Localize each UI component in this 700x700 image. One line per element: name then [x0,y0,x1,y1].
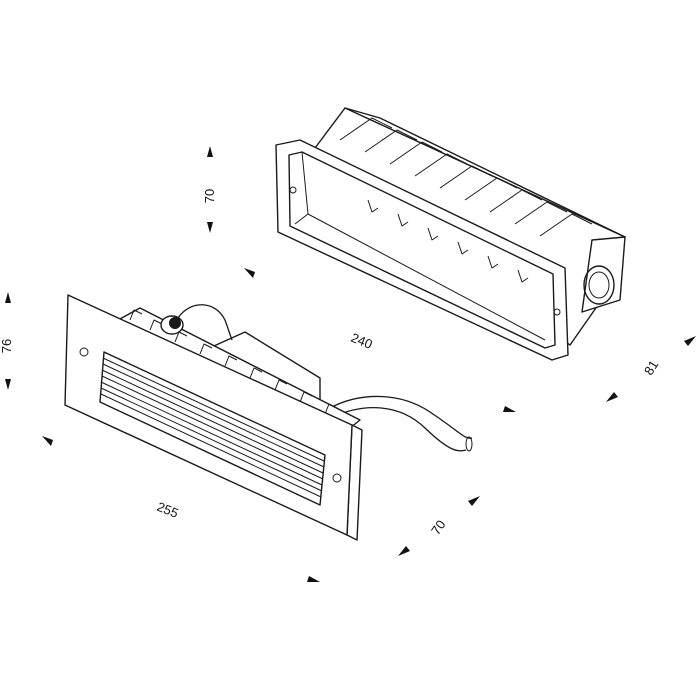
dim-arrow-cover-height-bottom [5,379,11,390]
louvre-slats [100,357,325,498]
dim-arrow-box-length-right [503,406,516,412]
dim-arrow-cover-depth-bottom [398,546,410,556]
dim-arrow-box-height-bottom [207,222,213,233]
cable-gland-nut [169,317,181,329]
dim-arrow-cover-length-right [307,576,320,582]
dim-arrow-cover-length-left [42,436,53,446]
box-inner-tabs [367,199,529,283]
dim-arrow-cover-height-top [5,292,11,303]
dim-arrow-cover-depth-top [468,496,480,506]
cover-screw-hole-right [332,473,342,483]
fixture-ribs [129,309,338,415]
cable-upper-wire [329,395,473,439]
dim-label-box-length: 240 [349,330,375,352]
box-end-face [581,236,626,313]
knockout-inner [588,271,610,299]
box-ribs [339,117,593,237]
box-screw-hole-left [289,186,297,194]
dim-arrow-box-depth-bottom [606,392,618,402]
cable-end [465,436,473,452]
knockout-circle [583,265,615,305]
box-top-edge [344,107,626,238]
dim-label-box-height: 70 [202,189,217,203]
cover-screw-hole-left [79,347,89,357]
light-fixture [64,294,473,541]
dimension-markers [5,146,696,582]
dim-label-cover-depth: 70 [428,517,449,537]
mounting-box [275,107,626,361]
dim-arrow-box-depth-top [684,336,696,346]
dim-arrow-box-height-top [207,146,213,157]
dim-label-cover-height: 76 [0,339,14,353]
cable-lower-wire [329,407,467,452]
dim-label-box-depth: 81 [641,358,661,378]
louvre-window [99,351,326,506]
cable-loop [177,304,233,341]
dim-label-cover-length: 255 [155,499,181,521]
dim-arrow-box-length-left [244,268,255,278]
box-screw-hole-right [553,308,561,316]
